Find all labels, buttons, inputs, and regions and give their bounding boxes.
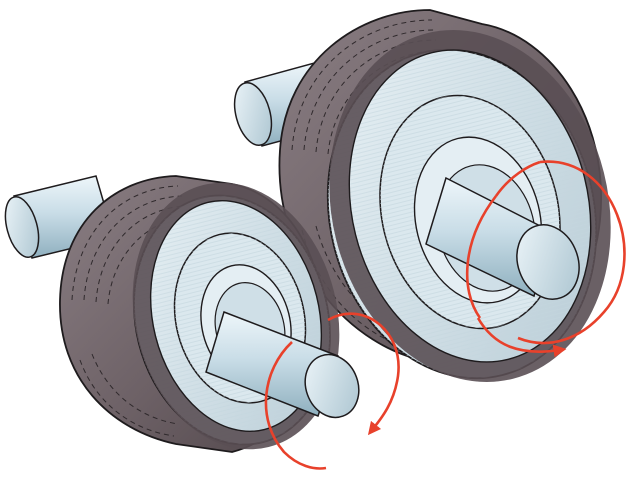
rotation-arrow-icon [264, 341, 327, 470]
small-roller-rim [132, 182, 340, 450]
large-roller-front-shaft [425, 176, 580, 300]
rotation-arrow-icon [327, 312, 400, 436]
small-roller-tread-grooves [71, 185, 191, 437]
small-roller [4, 175, 400, 470]
large-roller [233, 9, 626, 382]
rotation-arrow-icon [476, 317, 567, 358]
large-roller-rim [329, 30, 611, 382]
rotation-arrow-icon [465, 160, 626, 345]
rotation-arrow-icon [494, 160, 541, 197]
small-roller-front-shaft [205, 311, 360, 419]
